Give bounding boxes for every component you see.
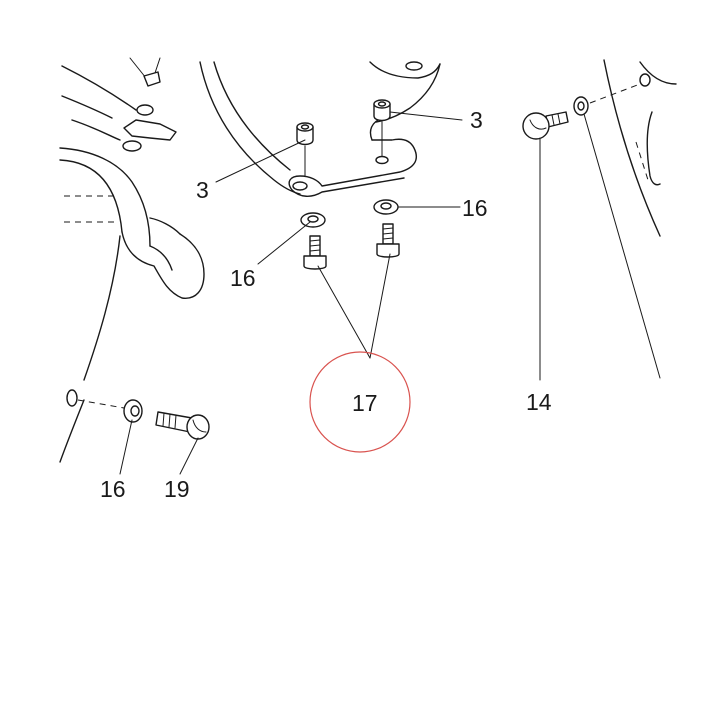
nut-3-left [296,122,314,146]
center-mudguard-bracket [199,61,441,197]
screw-17-right [376,223,400,258]
nut-3-right [373,99,391,122]
upper-left-clip [122,57,177,152]
washer-16-bottom [123,399,143,423]
callout-3-right: 3 [470,107,483,133]
bolt-14 [522,111,569,140]
screw-17-left [303,235,327,270]
callout-14: 14 [526,389,552,415]
bolt-19 [155,411,210,440]
callout-16-center-right: 16 [462,195,488,221]
leader-lines [119,111,661,475]
callout-16-center-left: 16 [230,265,256,291]
highlight-circle-17 [309,351,411,453]
right-panel [603,59,677,237]
panel-hole [66,389,78,407]
callout-17: 17 [352,390,378,416]
washer-14 [573,96,589,116]
callout-16-bottom: 16 [100,476,126,502]
right-clip [639,73,651,87]
callout-3-left: 3 [196,177,209,203]
washer-16-center-right [373,199,399,215]
washer-16-center-left [300,212,326,228]
left-fender-panel [59,65,205,463]
callout-19: 19 [164,476,190,502]
